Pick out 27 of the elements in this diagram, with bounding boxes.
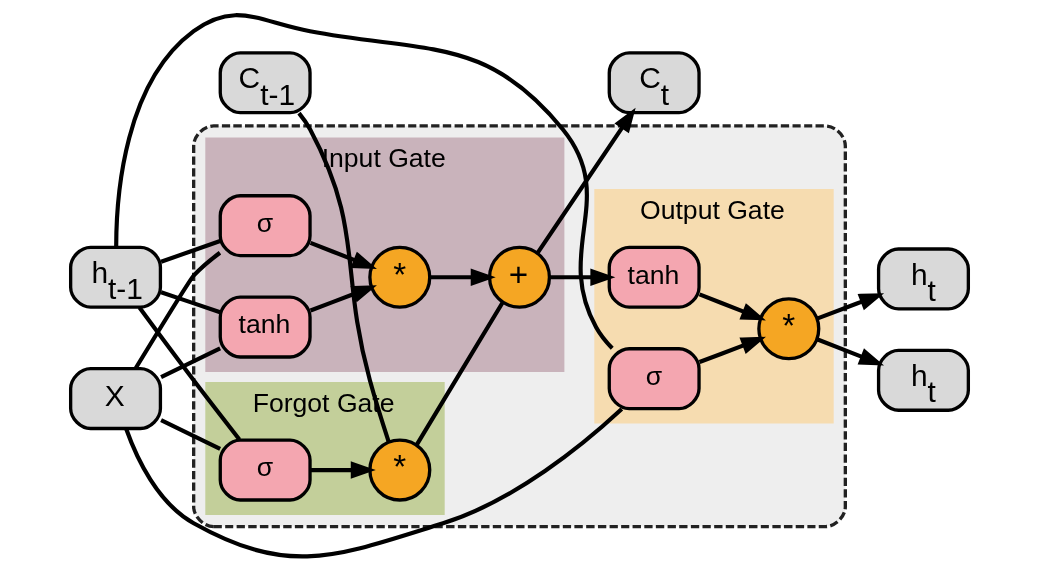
node-circle: +	[487, 245, 552, 309]
node-box: tanh	[607, 245, 701, 309]
node-box: σ	[218, 194, 312, 258]
connector	[137, 306, 242, 441]
connector	[160, 418, 222, 451]
arrow	[430, 268, 496, 286]
arrow	[698, 292, 766, 321]
arrow	[698, 336, 766, 364]
connector	[133, 251, 222, 370]
connector	[114, 13, 614, 350]
node-box: X	[69, 367, 163, 431]
arrow	[309, 240, 377, 269]
node-circle: *	[368, 438, 432, 502]
arrow	[549, 268, 616, 286]
node-box: σ	[607, 347, 701, 411]
arrow	[816, 337, 885, 366]
arrow	[310, 461, 376, 479]
connector	[124, 407, 624, 559]
node-circle: *	[368, 245, 432, 309]
arrow	[309, 285, 377, 313]
node-circle: *	[757, 297, 821, 361]
arrow	[816, 293, 885, 321]
arrow	[536, 107, 636, 254]
connector	[160, 239, 221, 264]
node-box: tanh	[218, 295, 312, 359]
connector	[414, 301, 505, 446]
node-box: σ	[218, 438, 312, 502]
